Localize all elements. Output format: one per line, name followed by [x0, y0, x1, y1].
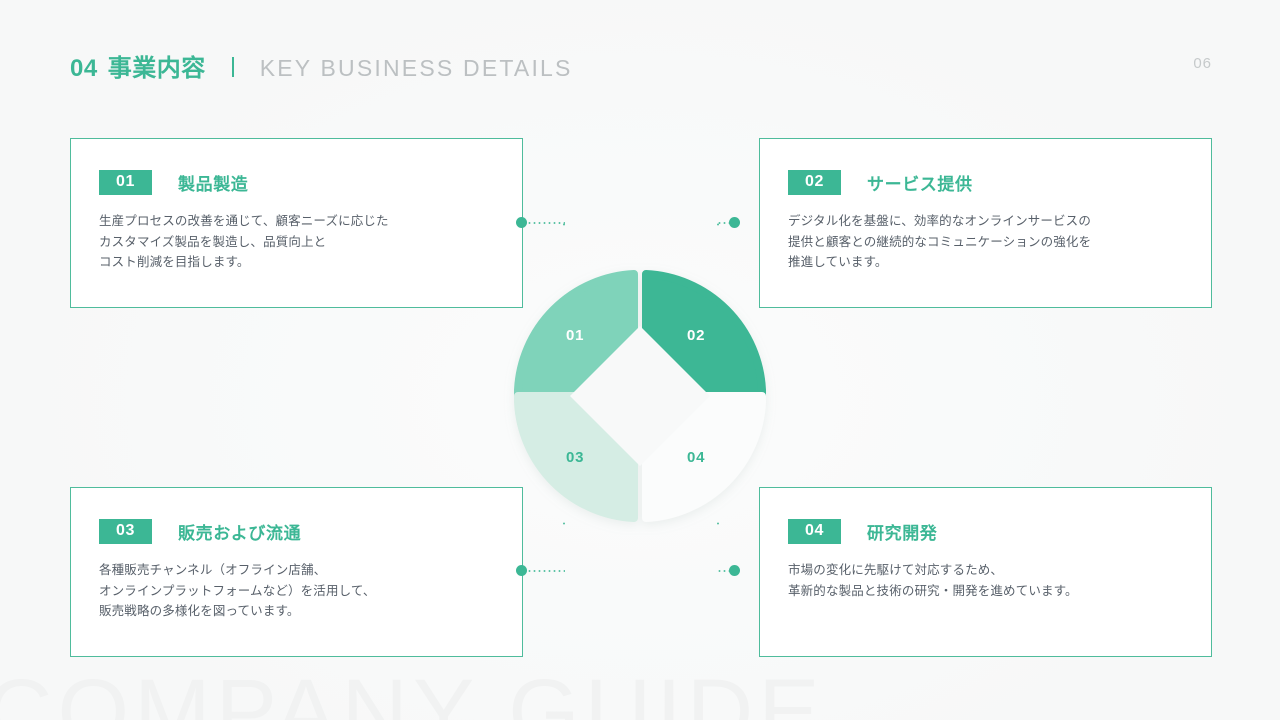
- quadrant-donut-chart: 01 02 03 04: [514, 270, 766, 522]
- card-04-line-2: 革新的な製品と技術の研究・開発を進めています。: [788, 583, 1078, 598]
- card-02-head: 02 サービス提供: [788, 170, 1211, 195]
- connector-line-04-v: [717, 521, 719, 571]
- card-01-line-1: 生産プロセスの改善を通じて、顧客ニーズに応じた: [99, 214, 389, 228]
- connector-line-02-v: [717, 222, 719, 272]
- card-02-line-2: 提供と顧客との継続的なコミュニケーションの強化を: [788, 234, 1092, 249]
- card-01-badge: 01: [99, 170, 152, 195]
- card-01[interactable]: 01 製品製造 生産プロセスの改善を通じて、顧客ニーズに応じた カスタマイズ製品…: [70, 138, 523, 308]
- card-04-head: 04 研究開発: [788, 519, 1211, 544]
- card-03-head: 03 販売および流通: [99, 519, 522, 544]
- card-01-line-2: カスタマイズ製品を製造し、品質向上と: [99, 234, 327, 249]
- card-01-head: 01 製品製造: [99, 170, 522, 195]
- section-title-en: KEY BUSINESS DETAILS: [259, 55, 573, 81]
- card-04-badge: 04: [788, 519, 841, 544]
- donut-center-gap: [570, 326, 710, 466]
- card-01-body: 生産プロセスの改善を通じて、顧客ニーズに応じた カスタマイズ製品を製造し、品質向…: [99, 211, 522, 273]
- card-03-line-1: 各種販売チャンネル（オフライン店舗、: [99, 563, 327, 577]
- connector-dot-02: [729, 217, 740, 228]
- card-03-line-2: オンラインプラットフォームなど）を活用して、: [99, 583, 376, 598]
- card-02-line-3: 推進しています。: [788, 255, 888, 270]
- card-01-title: 製品製造: [178, 175, 249, 194]
- card-03-line-3: 販売戦略の多様化を図っています。: [99, 604, 300, 619]
- donut-svg: [514, 270, 766, 522]
- card-04[interactable]: 04 研究開発 市場の変化に先駆けて対応するため、 革新的な製品と技術の研究・開…: [759, 487, 1212, 657]
- card-02-title: サービス提供: [867, 175, 973, 194]
- card-04-title: 研究開発: [867, 524, 938, 543]
- card-01-line-3: コスト削減を目指します。: [99, 255, 250, 270]
- connector-line-03-v: [563, 521, 565, 571]
- connector-line-03-h: [527, 570, 565, 572]
- card-04-body: 市場の変化に先駆けて対応するため、 革新的な製品と技術の研究・開発を進めています…: [788, 560, 1211, 601]
- page-title: 04 事業内容 KEY BUSINESS DETAILS: [70, 48, 573, 83]
- section-number: 04: [70, 55, 98, 82]
- connector-line-04-h: [717, 570, 731, 572]
- card-02[interactable]: 02 サービス提供 デジタル化を基盤に、効率的なオンラインサービスの 提供と顧客…: [759, 138, 1212, 308]
- title-divider: [231, 57, 234, 77]
- page-number: 06: [1193, 55, 1212, 72]
- card-03[interactable]: 03 販売および流通 各種販売チャンネル（オフライン店舗、 オンラインプラットフ…: [70, 487, 523, 657]
- connector-line-02-h: [717, 222, 731, 224]
- card-03-badge: 03: [99, 519, 152, 544]
- card-03-body: 各種販売チャンネル（オフライン店舗、 オンラインプラットフォームなど）を活用して…: [99, 560, 522, 622]
- connector-line-01-h: [527, 222, 565, 224]
- connector-dot-04: [729, 565, 740, 576]
- section-title-jp: 事業内容: [107, 55, 206, 82]
- watermark-text: COMPANY GUIDE: [0, 661, 825, 720]
- card-02-badge: 02: [788, 170, 841, 195]
- card-04-line-1: 市場の変化に先駆けて対応するため、: [788, 563, 1004, 577]
- card-03-title: 販売および流通: [178, 524, 302, 543]
- card-02-body: デジタル化を基盤に、効率的なオンラインサービスの 提供と顧客との継続的なコミュニ…: [788, 211, 1211, 273]
- card-02-line-1: デジタル化を基盤に、効率的なオンラインサービスの: [788, 214, 1091, 228]
- connector-line-01-v: [563, 222, 565, 272]
